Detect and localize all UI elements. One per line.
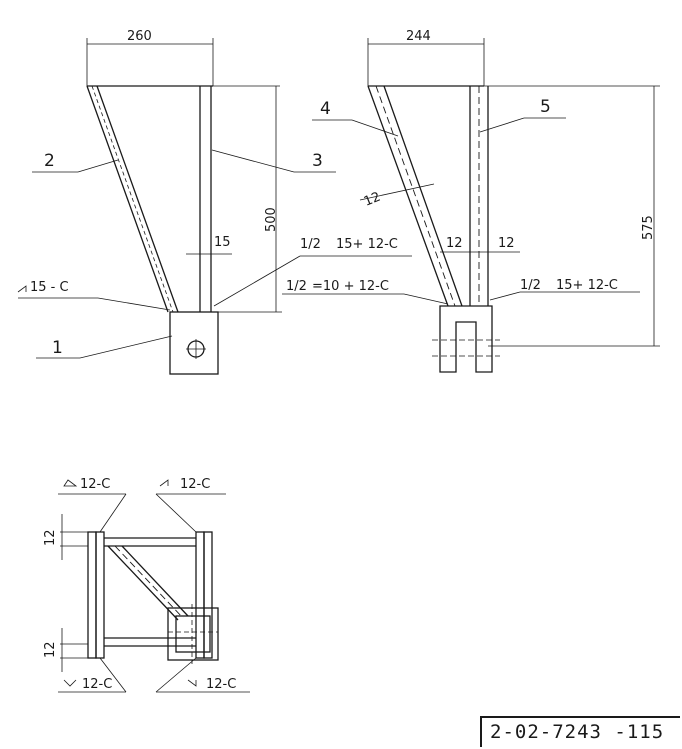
weld-plan-bottom-left: 12-C	[82, 677, 112, 692]
dim-plan-top-12: 12	[43, 529, 58, 546]
part-label-1: 1	[52, 338, 63, 358]
weld-plan-bottom-right: 12-C	[206, 677, 236, 692]
side-view: 244 575 12 12 12 4 5	[282, 29, 660, 373]
front-view: 260 500 15 2 3 1	[17, 29, 412, 375]
weld-left-front: 15 - C	[30, 280, 69, 295]
dim-15: 15	[214, 235, 231, 250]
dim-244: 244	[406, 29, 431, 44]
part-label-4: 4	[320, 99, 331, 119]
weld-plan-top-right: 12-C	[180, 477, 210, 492]
weld-right-side: 15+ 12-C	[556, 278, 618, 293]
dim-plan-bottom-12: 12	[43, 641, 58, 658]
plan-view: 12-C 12-C 12-C 12-C 12 12	[43, 477, 250, 693]
weld-left-side: =10 + 12-C	[312, 279, 389, 294]
dim-260: 260	[127, 29, 152, 44]
drawing-number: 2-02-7243 -115	[490, 721, 665, 743]
weld-right-front: 15+ 12-C	[336, 237, 398, 252]
weld-plan-top-left: 12-C	[80, 477, 110, 492]
title-block: 2-02-7243 -115	[480, 716, 680, 747]
dim-12-left: 12	[446, 236, 463, 251]
weld-right-side-frac: 1/2	[520, 278, 541, 293]
part-label-3: 3	[312, 151, 323, 171]
part-label-2: 2	[44, 151, 55, 171]
weld-left-side-frac: 1/2	[286, 279, 307, 294]
weld-right-frac: 1/2	[300, 237, 321, 252]
dim-575: 575	[641, 215, 656, 240]
dim-500: 500	[264, 207, 279, 232]
dim-12-slant: 12	[362, 190, 383, 210]
part-label-5: 5	[540, 97, 551, 117]
dim-12-right: 12	[498, 236, 515, 251]
